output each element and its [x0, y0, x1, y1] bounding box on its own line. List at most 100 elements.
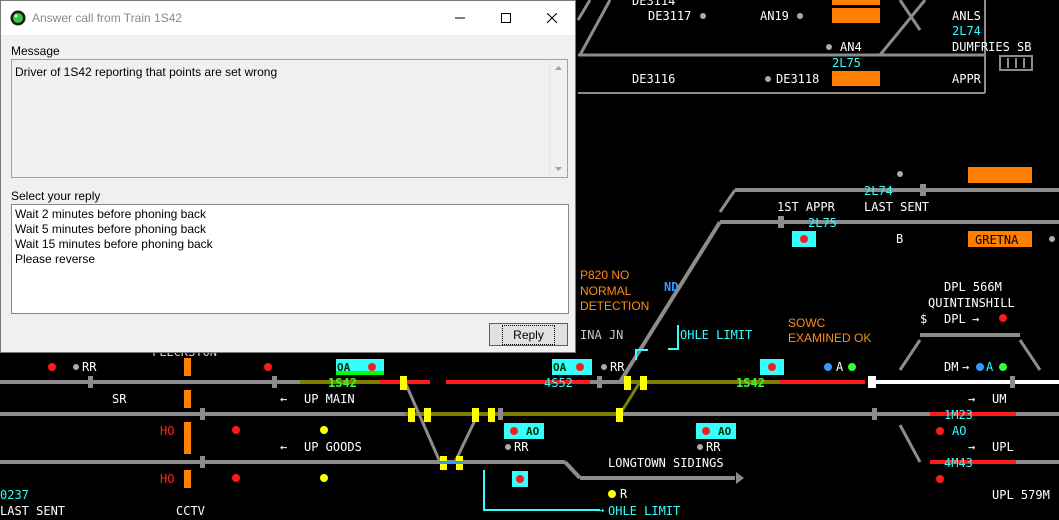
berth-2l74[interactable]: 2L74 [864, 184, 893, 198]
maximize-button[interactable] [483, 1, 529, 35]
points-yellow[interactable] [472, 408, 479, 422]
signal-red-icon[interactable] [999, 314, 1007, 322]
arrow-right-icon: → [597, 503, 604, 517]
signal-red-icon[interactable] [264, 363, 272, 371]
points-yellow[interactable] [400, 376, 407, 390]
minimize-icon [455, 17, 465, 19]
reply-option[interactable]: Please reverse [15, 252, 96, 266]
reply-listbox[interactable]: Wait 2 minutes before phoning back Wait … [11, 204, 569, 314]
track-diagonal [576, 0, 592, 21]
signal-lamp-icon[interactable] [73, 364, 79, 370]
track-joint [868, 376, 876, 388]
signal-lamp-icon[interactable] [601, 364, 607, 370]
reply-option[interactable]: Wait 2 minutes before phoning back [15, 207, 206, 221]
message-textbox[interactable]: Driver of 1S42 reporting that points are… [11, 59, 568, 178]
signal-red-icon[interactable] [936, 427, 944, 435]
reply-button[interactable]: Reply [489, 323, 568, 346]
signal-red-icon[interactable] [936, 475, 944, 483]
signal-yellow-icon[interactable] [608, 490, 616, 498]
label-an19: AN19 [760, 9, 789, 23]
signal-lamp-icon[interactable] [797, 13, 803, 19]
berth-2l75[interactable]: 2L75 [808, 216, 837, 230]
signal-red-icon[interactable] [576, 363, 584, 371]
label-de3117: DE3117 [648, 9, 691, 23]
reply-option[interactable]: Wait 5 minutes before phoning back [15, 222, 206, 236]
signal-red-icon[interactable] [368, 363, 376, 371]
signal-red-icon[interactable] [48, 363, 56, 371]
main-lines: 1S42 4S52 1S42 1M23 4M43 OA OA RR RR A D… [0, 333, 1059, 518]
minimize-button[interactable] [437, 1, 483, 35]
label-last-sent-bottom: LAST SENT [0, 504, 65, 518]
ohle-limit-marker [668, 325, 679, 350]
signal-lamp-icon[interactable] [505, 444, 511, 450]
label-oa1: OA [337, 361, 351, 374]
label-anls: ANLS [952, 9, 981, 23]
signal-green-icon[interactable] [999, 363, 1007, 371]
gretna-box[interactable] [968, 231, 1032, 247]
track-diagonal [878, 0, 927, 56]
points-yellow[interactable] [408, 408, 415, 422]
track-diagonal [578, 0, 612, 56]
points-yellow[interactable] [640, 376, 647, 390]
points-yellow[interactable] [488, 408, 495, 422]
signal-red-icon[interactable] [232, 426, 240, 434]
track-joint [272, 376, 277, 388]
label-appr: APPR [952, 72, 982, 86]
signal-blue-icon[interactable] [976, 363, 984, 371]
level-crossing-icon [184, 390, 191, 408]
message-scrollbar[interactable] [549, 60, 567, 177]
berth-2l75-top[interactable]: 2L75 [832, 56, 861, 70]
signal-lamp-icon[interactable] [826, 44, 832, 50]
points-yellow[interactable] [424, 408, 431, 422]
signal-red-icon[interactable] [800, 235, 808, 243]
signal-yellow-icon[interactable] [320, 426, 328, 434]
berth-0237[interactable]: 0237 [0, 488, 29, 502]
signal-lamp-icon[interactable] [765, 76, 771, 82]
signal-lamp-icon[interactable] [697, 444, 703, 450]
track-joint [200, 456, 205, 468]
signal-red-icon[interactable] [510, 427, 518, 435]
berth-indicator-orange [832, 0, 880, 5]
level-crossing-icon [184, 358, 191, 376]
title-bar[interactable]: Answer call from Train 1S42 [1, 1, 575, 35]
signal-lamp-icon[interactable] [700, 13, 706, 19]
close-icon [547, 13, 557, 23]
berth-1s42-a[interactable]: 1S42 [328, 376, 357, 390]
label-de3114: DE3114 [632, 0, 675, 8]
close-button[interactable] [529, 1, 575, 35]
signal-lamp-icon[interactable] [1049, 236, 1055, 242]
track-joint [1010, 376, 1015, 388]
label-dpl: DPL [944, 312, 966, 326]
points-yellow[interactable] [624, 376, 631, 390]
label-last-sent: LAST SENT [864, 200, 929, 214]
window-title: Answer call from Train 1S42 [32, 11, 183, 25]
reply-option[interactable]: Wait 15 minutes before phoning back [15, 237, 213, 251]
signal-box-cyan[interactable] [552, 359, 592, 375]
maximize-icon [501, 13, 511, 23]
berth-4m43[interactable]: 4M43 [944, 456, 973, 470]
label-a1: A [836, 360, 844, 374]
signal-red-icon[interactable] [232, 474, 240, 482]
level-crossing-icon [184, 470, 191, 488]
app-icon [10, 10, 26, 26]
message-text: Driver of 1S42 reporting that points are… [15, 65, 278, 79]
track-joint [498, 408, 503, 420]
signal-red-icon[interactable] [768, 363, 776, 371]
berth-4s52[interactable]: 4S52 [544, 376, 573, 390]
points-yellow[interactable] [616, 408, 623, 422]
label-up-main: UP MAIN [304, 392, 355, 406]
signal-yellow-icon[interactable] [320, 474, 328, 482]
signal-red-icon[interactable] [702, 427, 710, 435]
berth-1m23[interactable]: 1M23 [944, 408, 973, 422]
label-dm: DM [944, 360, 958, 374]
signal-green-icon[interactable] [848, 363, 856, 371]
arrow-right-icon: → [968, 392, 975, 406]
signal-blue-icon[interactable] [824, 363, 832, 371]
track-joint [597, 376, 602, 388]
signal-lamp-icon[interactable] [897, 171, 903, 177]
label-dumfries-sb: DUMFRIES SB [952, 40, 1031, 54]
signal-red-icon[interactable] [516, 475, 524, 483]
berth-2l74-top[interactable]: 2L74 [952, 24, 981, 38]
berth-1s42-b[interactable]: 1S42 [736, 376, 765, 390]
